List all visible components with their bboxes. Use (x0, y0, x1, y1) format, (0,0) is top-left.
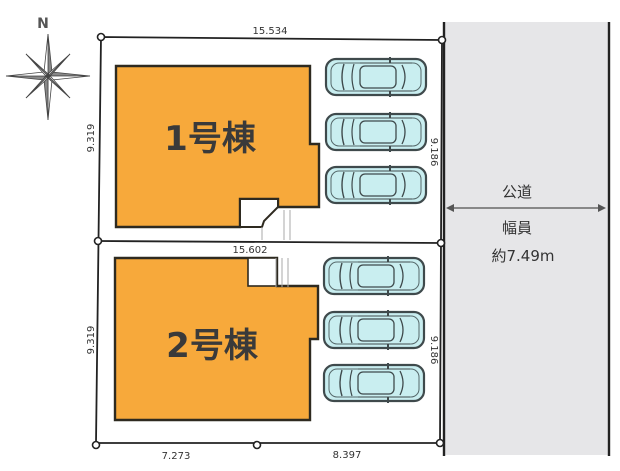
dim-top-width: 15.534 (253, 26, 288, 37)
road-width-arrow (446, 204, 606, 212)
parking-lot-2 (322, 254, 426, 405)
car-icon (322, 308, 426, 352)
dim-bottom-left-width: 7.273 (162, 451, 191, 462)
car-icon (324, 163, 428, 207)
car-icon (322, 254, 426, 298)
public-road (444, 22, 608, 455)
building-2: 2号棟 (113, 256, 320, 422)
boundary-markers (91, 32, 447, 450)
compass-north-label: N (37, 16, 49, 32)
dim-bottom-right-width: 8.397 (333, 450, 362, 461)
building-1: 1号棟 (114, 64, 321, 240)
dim-right-depth-lot2: 9.186 (428, 336, 439, 365)
car-icon (322, 361, 426, 405)
dim-left-depth-lot1: 9.319 (86, 124, 97, 153)
road-width-value: 約7.49m (491, 247, 554, 265)
building-2-label: 2号棟 (166, 326, 259, 366)
compass-rose-icon: N (5, 16, 91, 121)
dim-left-depth-lot2: 9.319 (86, 326, 97, 355)
car-icon (324, 55, 428, 99)
road-title: 公道 (502, 183, 532, 201)
road-width-label: 幅員 (502, 219, 532, 237)
car-icon (324, 110, 428, 154)
dim-middle-width: 15.602 (233, 245, 268, 256)
parking-lot-1 (324, 55, 428, 207)
building-1-label: 1号棟 (164, 119, 257, 159)
dim-right-depth-lot1: 9.186 (428, 138, 439, 167)
